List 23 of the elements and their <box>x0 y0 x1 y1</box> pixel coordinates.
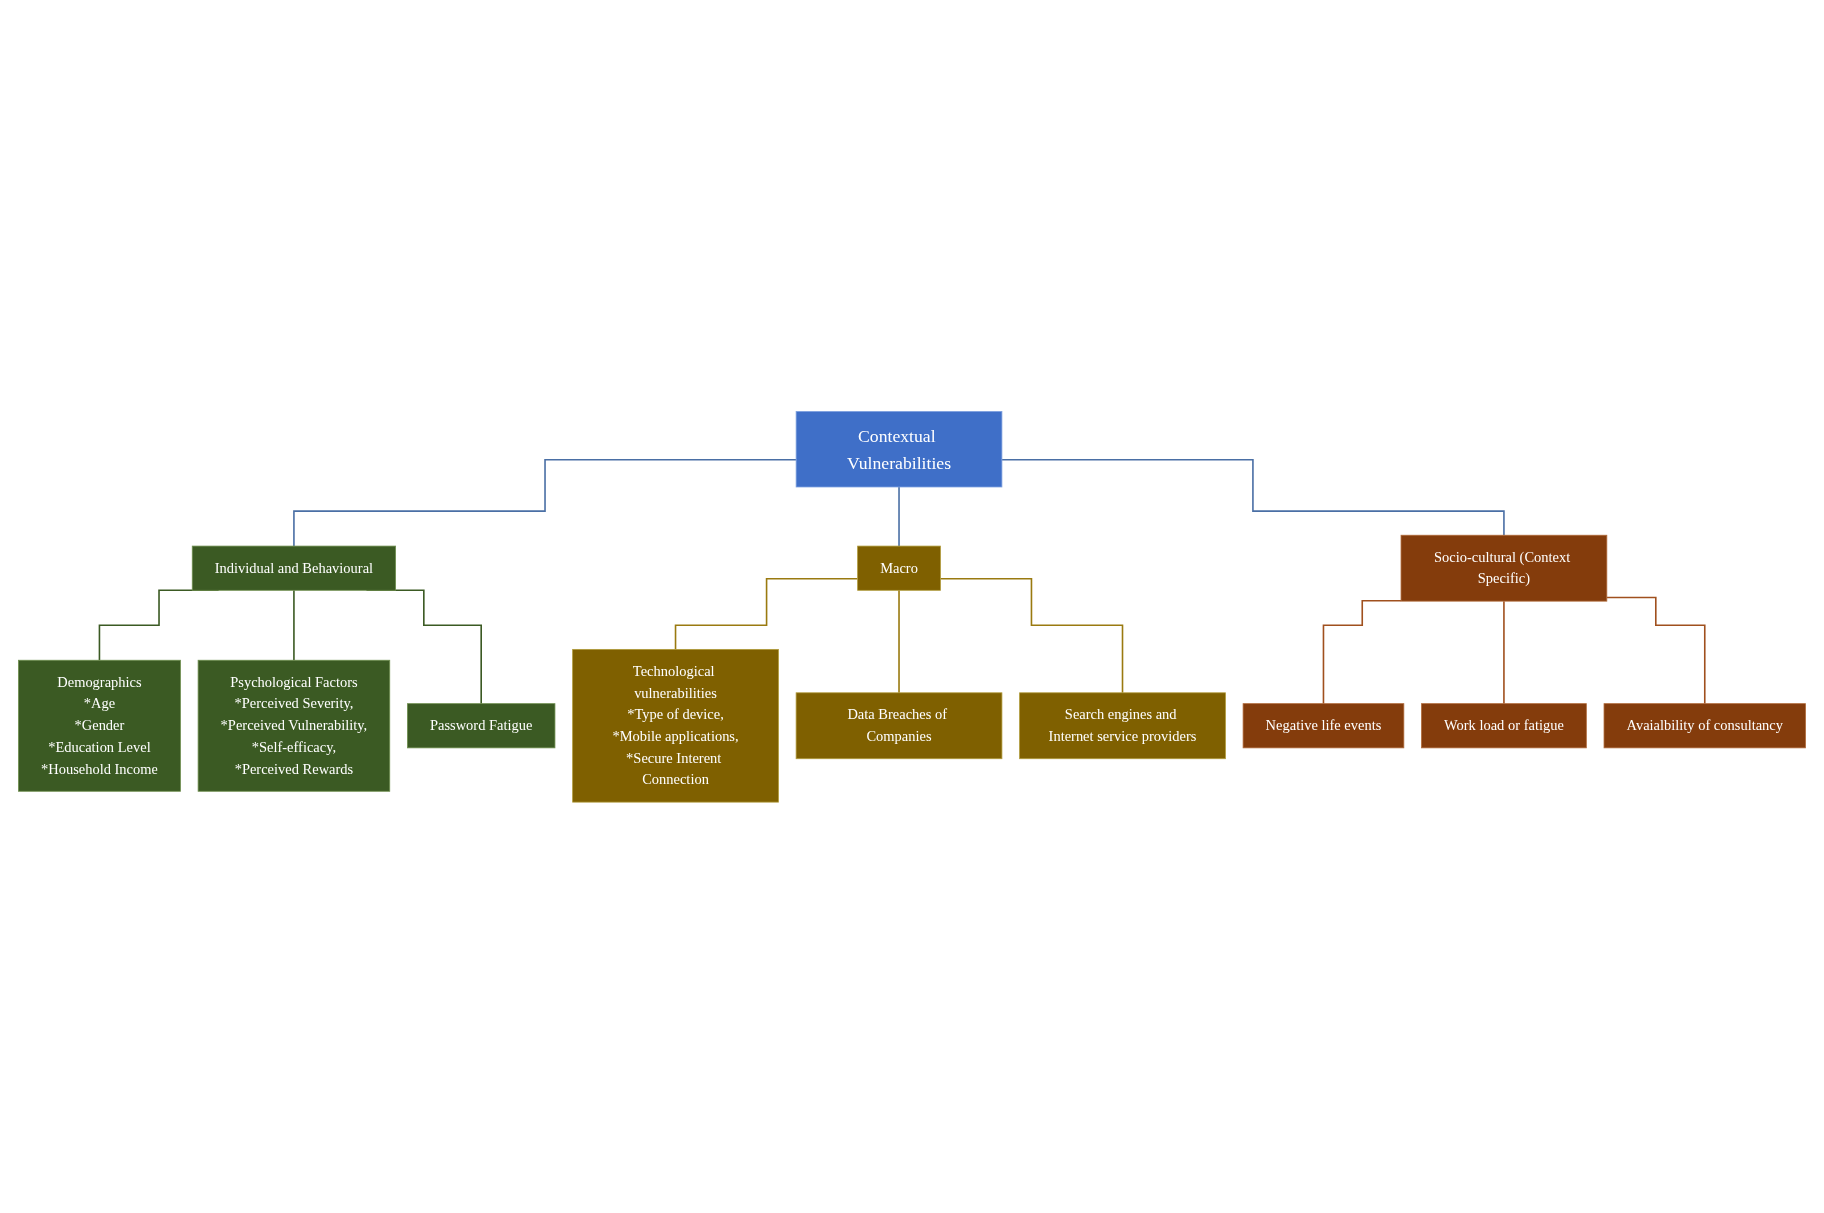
node-box: Search engines and Internet service providers <box>1019 692 1226 759</box>
node-box: Socio-cultural (Context Specific) <box>1400 534 1608 602</box>
connector <box>674 577 859 650</box>
node-box: Data Breaches of Companies <box>795 692 1003 759</box>
connector <box>1606 596 1706 705</box>
node-box: Negative life events <box>1242 702 1405 748</box>
connector <box>898 589 900 694</box>
node-box: Macro <box>857 545 941 591</box>
node-box: Avaialbility of consultancy <box>1603 702 1806 748</box>
node-box: Technological vulnerabilities *Type of device, *Mobile applications, *Secure Interent Connection <box>572 648 779 803</box>
connector <box>1322 599 1402 705</box>
connector <box>293 458 797 547</box>
node-box: Demographics *Age *Gender *Education Level *Household Income <box>18 659 181 792</box>
node-box: Work load or fatigue <box>1421 702 1587 748</box>
node-box: Psychological Factors *Perceived Severity, *Perceived Vulnerability, *Self-efficacy, *Perceived Rewards <box>197 659 391 792</box>
connector <box>1001 458 1505 536</box>
connector <box>1503 600 1505 705</box>
node-box: Individual and Behavioural <box>191 545 396 591</box>
connector <box>898 485 900 547</box>
connector <box>293 589 295 661</box>
node-box: Password Fatigue <box>407 702 556 748</box>
connector <box>939 577 1124 694</box>
node-box: Contextual Vulnerabilities <box>795 410 1003 488</box>
